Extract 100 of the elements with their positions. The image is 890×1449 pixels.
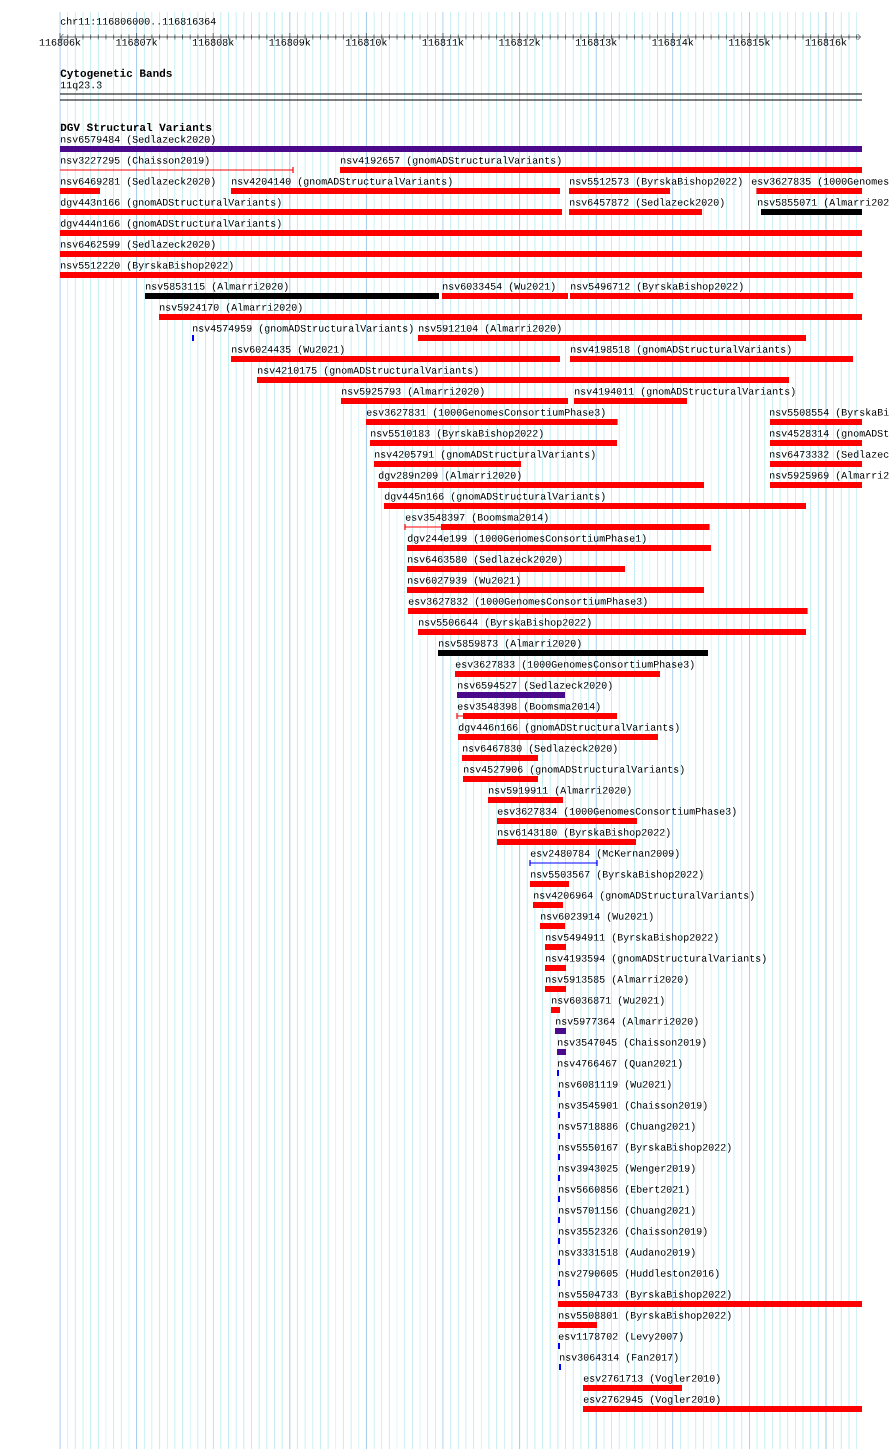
node-label: dgv444n166 (gnomADStructuralVariants): [60, 219, 281, 229]
variant-feature: nsv6462599 (Sedlazeck2020): [60, 240, 862, 257]
variant-feature: dgv289n209 (Almarri2020): [378, 471, 704, 488]
variant-feature: esv3627834 (1000GenomesConsortiumPhase3): [497, 807, 736, 824]
variant-feature: nsv5512220 (ByrskaBishop2022): [60, 261, 862, 278]
node-label: nsv5977364 (Almarri2020): [556, 1017, 698, 1027]
node-label: nsv4210175 (gnomADStructuralVariants): [258, 366, 478, 376]
node-label: nsv5504733 (ByrskaBishop2022): [559, 1290, 731, 1300]
node-label: esv3548398 (Boomsma2014): [457, 702, 600, 712]
node-label: nsv3943025 (Wenger2019): [559, 1164, 695, 1174]
variant-feature: nsv5853115 (Almarri2020): [145, 282, 439, 299]
node-label: nsv6473332 (Sedlazec: [770, 450, 889, 460]
track-heading: DGV Structural Variants: [60, 122, 212, 132]
variant-feature: nsv4210175 (gnomADStructuralVariants): [257, 366, 789, 383]
variant-feature: esv3548397 (Boomsma2014): [404, 513, 710, 531]
variant-feature: nsv5506644 (ByrskaBishop2022): [418, 618, 806, 635]
tick-label: 116808k: [192, 38, 234, 46]
variant-feature: nsv6457872 (Sedlazeck2020): [569, 198, 724, 215]
variant-feature: esv2762945 (Vogler2010): [583, 1395, 862, 1412]
variant-feature: nsv5977364 (Almarri2020): [555, 1017, 698, 1034]
node-label: dgv443n166 (gnomADStructuralVariants): [60, 198, 281, 208]
tick-label: 116807k: [116, 38, 158, 46]
node-label: nsv5496712 (ByrskaBishop2022): [571, 282, 743, 292]
node-label: nsv6457872 (Sedlazeck2020): [570, 198, 724, 208]
node-label: nsv6024435 (Wu2021): [232, 345, 344, 355]
node-label: nsv5855071 (Almarri202: [758, 198, 889, 208]
variant-feature: nsv3547045 (Chaisson2019): [557, 1038, 706, 1055]
node-label: nsv6036871 (Wu2021): [552, 996, 664, 1006]
node-label: esv2761713 (Vogler2010): [583, 1374, 720, 1384]
node-label: nsv5508801 (ByrskaBishop2022): [559, 1311, 731, 1321]
variant-feature: nsv5494911 (ByrskaBishop2022): [545, 933, 718, 950]
node-label: nsv4527906 (gnomADStructuralVariants): [464, 765, 684, 775]
node-label: nsv5718886 (Chuang2021): [559, 1122, 695, 1132]
node-label: nsv3064314 (Fan2017): [560, 1353, 678, 1363]
tick-label: 116811k: [422, 38, 464, 46]
node-label: nsv6143180 (ByrskaBishop2022): [498, 828, 670, 838]
tick-label: 116806k: [39, 38, 81, 46]
variant-feature: nsv4193594 (gnomADStructuralVariants): [545, 954, 766, 971]
variant-feature: nsv6469281 (Sedlazeck2020): [60, 177, 215, 194]
node-label: nsv6081119 (Wu2021): [559, 1080, 671, 1090]
variant-feature: esv3627835 (1000Genomes: [751, 177, 889, 195]
node-label: esv3627835 (1000Genomes: [751, 177, 889, 187]
variant-feature: nsv5550167 (ByrskaBishop2022): [558, 1143, 731, 1160]
variant-feature: nsv4205791 (gnomADStructuralVariants): [374, 450, 595, 467]
variant-feature: nsv4528314 (gnomADSt: [770, 429, 889, 446]
variant-feature: nsv4206964 (gnomADStructuralVariants): [533, 891, 754, 908]
variant-feature: nsv5508801 (ByrskaBishop2022): [558, 1311, 731, 1328]
node-label: dgv446n166 (gnomADStructuralVariants): [458, 723, 679, 733]
node-label: esv1178702 (Levy2007): [558, 1332, 683, 1342]
variant-feature: nsv3331518 (Audano2019): [558, 1248, 695, 1265]
node-label: nsv3552326 (Chaisson2019): [559, 1227, 707, 1237]
variant-feature: nsv5701156 (Chuang2021): [558, 1206, 695, 1223]
node-label: nsv3545901 (Chaisson2019): [559, 1101, 707, 1111]
variant-feature: nsv3943025 (Wenger2019): [558, 1164, 695, 1181]
variant-feature: nsv4204140 (gnomADStructuralVariants): [231, 177, 560, 194]
variant-feature: nsv5510183 (ByrskaBishop2022): [370, 429, 617, 446]
node-label: nsv4574959 (gnomADStructuralVariants): [193, 324, 413, 334]
variant-feature: nsv5512573 (ByrskaBishop2022): [569, 177, 742, 194]
node-label: nsv4766467 (Quan2021): [558, 1059, 682, 1069]
node-label: nsv4528314 (gnomADSt: [770, 429, 889, 439]
node-label: nsv5506644 (ByrskaBishop2022): [419, 618, 591, 628]
node-label: nsv6462599 (Sedlazeck2020): [61, 240, 215, 250]
variant-feature: nsv5924170 (Almarri2020): [159, 303, 862, 320]
node-label: nsv5660856 (Ebert2021): [559, 1185, 689, 1195]
variant-feature: esv2480784 (McKernan2009): [529, 849, 679, 867]
variant-feature: nsv6594527 (Sedlazeck2020): [457, 681, 612, 698]
node-label: nsv3331518 (Audano2019): [559, 1248, 695, 1258]
variant-feature: nsv4198518 (gnomADStructuralVariants): [570, 345, 853, 362]
variant-feature: nsv5660856 (Ebert2021): [558, 1185, 689, 1202]
node-label: nsv5550167 (ByrskaBishop2022): [559, 1143, 731, 1153]
variant-feature: nsv6023914 (Wu2021): [540, 912, 653, 929]
variant-feature: nsv5503567 (ByrskaBishop2022): [530, 870, 703, 887]
variant-feature: nsv6024435 (Wu2021): [231, 345, 560, 362]
node-label: nsv5512573 (ByrskaBishop2022): [570, 177, 742, 187]
node-label: nsv6463580 (Sedlazeck2020): [408, 555, 562, 565]
node-label: nsv3547045 (Chaisson2019): [558, 1038, 706, 1048]
node-label: esv3627834 (1000GenomesConsortiumPhase3): [497, 807, 736, 817]
node-label: nsv4192657 (gnomADStructuralVariants): [341, 156, 561, 166]
variant-feature: esv3548398 (Boomsma2014): [456, 702, 617, 720]
variant-feature: nsv5508554 (ByrskaBi: [770, 408, 889, 425]
node-label: esv2762945 (Vogler2010): [583, 1395, 720, 1405]
location-label: chr11:116806000..116816364: [60, 17, 216, 25]
node-label: nsv5913585 (Almarri2020): [546, 975, 688, 985]
variant-feature: nsv5925793 (Almarri2020): [341, 387, 568, 404]
node-label: nsv5859873 (Almarri2020): [439, 639, 581, 649]
node-label: nsv5925793 (Almarri2020): [342, 387, 484, 397]
variant-feature: nsv2790605 (Huddleston2016): [558, 1269, 719, 1286]
variant-feature: esv2761713 (Vogler2010): [583, 1374, 720, 1391]
node-label: nsv5924170 (Almarri2020): [160, 303, 302, 313]
variant-feature: esv3627832 (1000GenomesConsortiumPhase3): [408, 597, 808, 615]
node-label: nsv5508554 (ByrskaBi: [770, 408, 889, 418]
variant-feature: nsv5925969 (Almarri2: [770, 471, 889, 488]
variant-feature: nsv4194011 (gnomADStructuralVariants): [574, 387, 795, 404]
variant-feature: nsv6081119 (Wu2021): [558, 1080, 671, 1097]
variant-feature: esv1178702 (Levy2007): [558, 1332, 683, 1349]
variant-feature: nsv5718886 (Chuang2021): [558, 1122, 695, 1139]
variant-feature: esv3627833 (1000GenomesConsortiumPhase3): [455, 660, 694, 677]
variant-feature: dgv443n166 (gnomADStructuralVariants): [60, 198, 562, 215]
variant-feature: nsv4574959 (gnomADStructuralVariants): [192, 324, 413, 341]
variant-feature: nsv6027939 (Wu2021): [407, 576, 704, 593]
